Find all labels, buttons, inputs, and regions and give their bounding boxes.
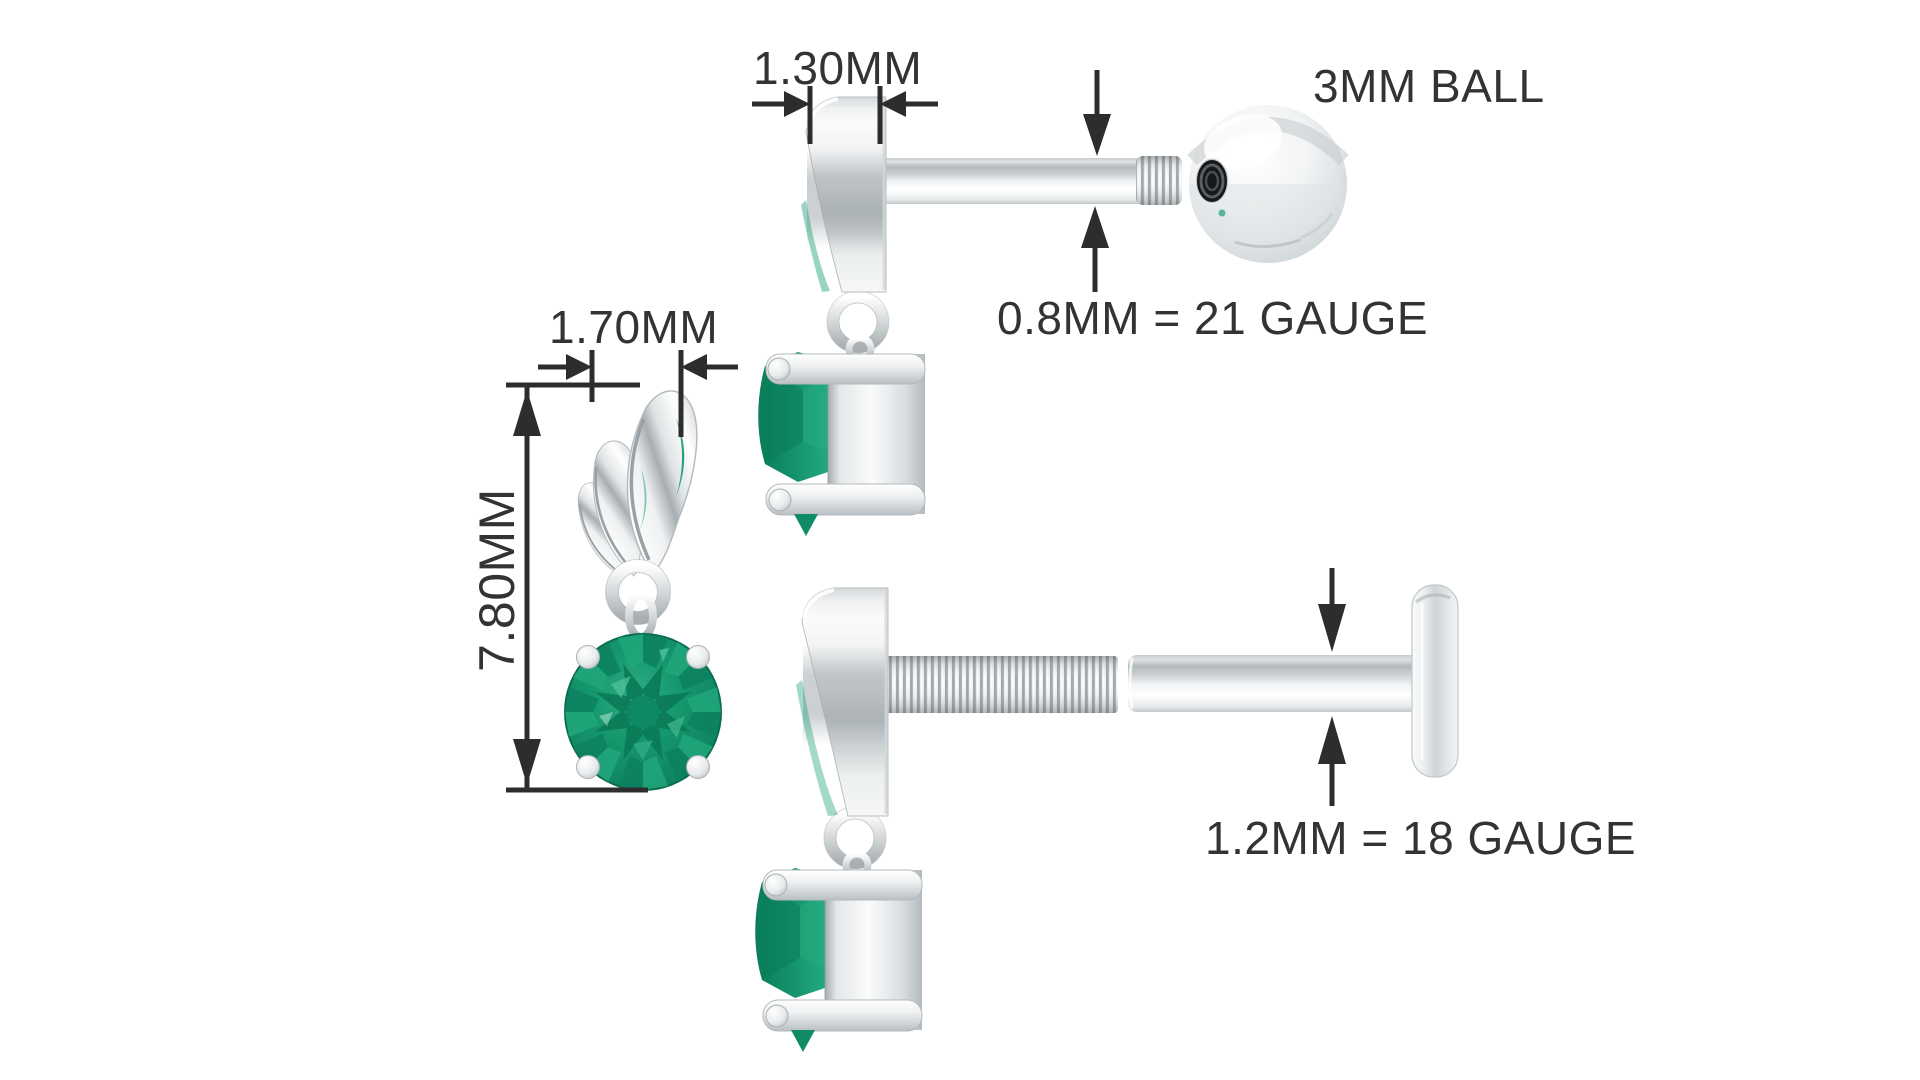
side-earring-labret-figure xyxy=(755,568,1459,1052)
labret-disc xyxy=(1411,584,1459,778)
wing-profile xyxy=(796,587,889,817)
head-width-label: 1.30MM xyxy=(753,42,923,94)
bail-loop-edge xyxy=(618,572,658,612)
front-earring-figure xyxy=(506,350,738,793)
prong-ball xyxy=(576,645,600,669)
head-width-dimension-lines xyxy=(752,86,938,144)
wing-ornament xyxy=(565,388,700,584)
labret-pin xyxy=(1128,655,1420,712)
dangle-side-view xyxy=(755,807,922,1052)
front-width-label: 1.70MM xyxy=(549,301,719,353)
wing-profile xyxy=(801,96,887,293)
emerald-stone xyxy=(564,633,722,791)
post-threads-shading xyxy=(1136,156,1182,205)
labret-gauge-label: 1.2MM = 18 GAUGE xyxy=(1205,812,1637,864)
prong-ball xyxy=(576,755,600,779)
ear-post xyxy=(868,158,1140,204)
emerald-reflection xyxy=(640,468,647,530)
width-dimension-lines xyxy=(538,350,738,437)
bail-loop xyxy=(605,559,671,625)
labret-pin-highlight xyxy=(1128,657,1134,710)
emerald-reflection xyxy=(676,418,685,497)
prong-ball xyxy=(686,755,710,779)
ball-size-label: 3MM BALL xyxy=(1313,60,1545,112)
prong-ball xyxy=(686,645,710,669)
bail-loop-edge xyxy=(605,559,671,625)
threaded-post-shading xyxy=(868,656,1118,713)
height-dimension-lines xyxy=(506,382,648,793)
dangle-side-view xyxy=(758,291,925,536)
front-height-label: 7.80MM xyxy=(469,488,525,672)
post-gauge-dimension-lines xyxy=(1081,70,1111,292)
side-earring-ball-figure xyxy=(752,70,1349,536)
labret-gauge-dimension-lines xyxy=(1318,568,1346,806)
post-gauge-label: 0.8MM = 21 GAUGE xyxy=(997,292,1429,344)
ball-back xyxy=(1187,105,1349,263)
